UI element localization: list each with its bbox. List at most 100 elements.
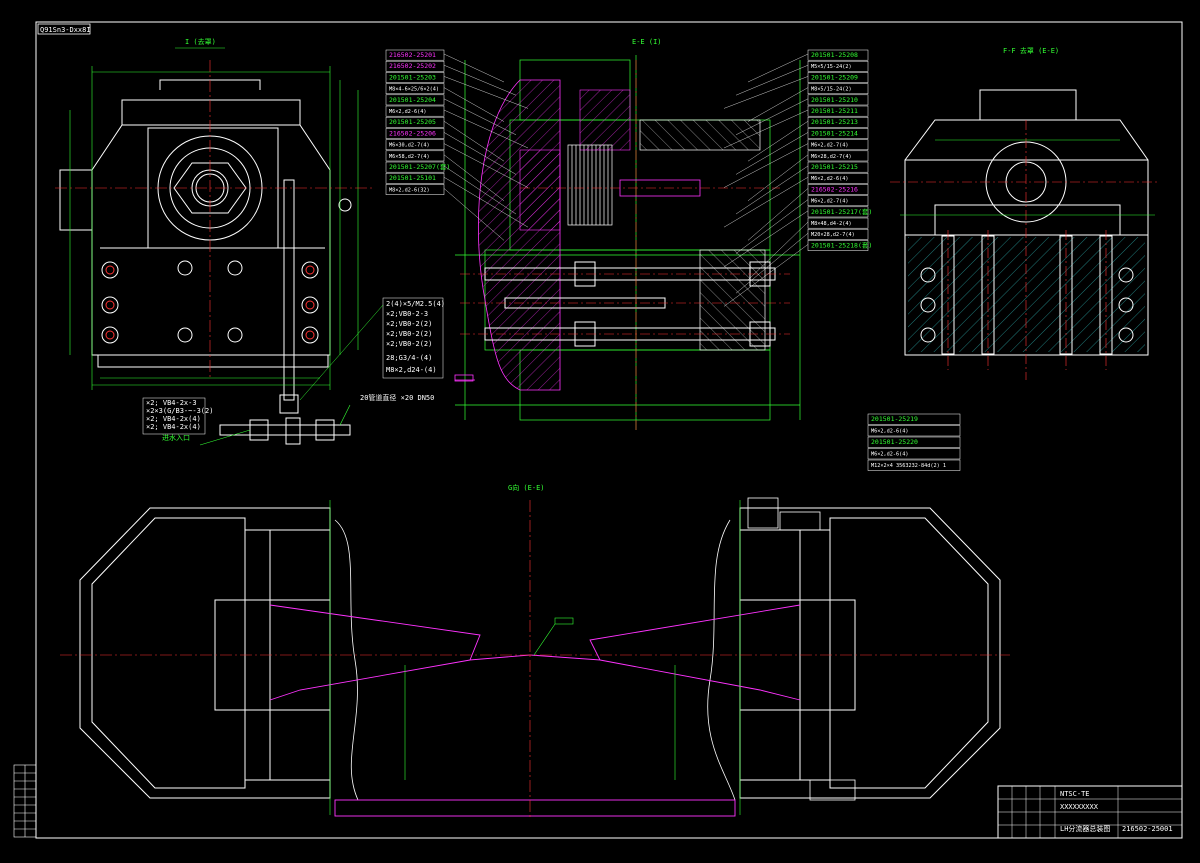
leader-line [443,143,529,188]
part-label: M6×2,d2-7(4) [811,143,848,149]
note-bl-1: ×2×3(G/B3-~-3(2) [146,407,213,415]
leader-line [723,109,809,149]
part-label: 201501-25204 [389,96,436,104]
part-label-box [807,150,869,162]
part-label-box [807,172,869,184]
drawing-border [35,21,1183,839]
note-ml-5: 28;G3/4-(4) [386,354,432,362]
part-label: M8×48,d4-2(4) [811,221,852,227]
leader-line [747,53,809,83]
part-label: M6×2,d2-6(4) [811,176,848,182]
leader-line [443,98,517,135]
leader-line [735,98,809,135]
part-label-box [807,228,869,240]
fluid-callout: 进水入口 [162,433,190,442]
part-label-box [807,49,869,61]
leader-line [735,233,809,294]
leader-line [443,53,505,83]
title-block-line1: NTSC-TE [1060,790,1090,798]
leader-line [747,188,809,241]
view-title-top-right: F-F 去罩 (E-E) [1003,46,1059,55]
note-bl-2: ×2; VB4-2x(4) [146,415,201,423]
part-label: M8×5/15-24(2) [811,87,852,93]
part-label: 201501-25213 [811,118,858,126]
part-label-box [807,184,869,195]
part-label: 201501-25207(套) [389,162,450,171]
part-label: M6×28,d2-7(4) [811,154,852,160]
part-label: 201501-25218(套) [811,240,872,249]
leader-line [723,210,809,267]
view-title-top-left: I (去罩) [185,37,216,46]
leader-line [747,154,809,201]
header-tag-box [37,23,91,35]
leader-line [735,199,809,254]
view-title-top-center: E-E (I) [632,38,662,46]
part-label-box [385,72,445,83]
leader-line [723,244,809,307]
part-label: M8×2,d2-6(32) [389,187,430,193]
part-label: 201501-25205 [389,118,436,126]
leader-line [747,121,809,162]
part-label: M6×58,d2-7(4) [389,154,430,160]
part-label-box [807,105,869,117]
part-label-box [385,161,445,173]
part-label: 216502-25201 [389,51,436,59]
notes-bottom-left: ×2; VB4-2x-3 ×2×3(G/B3-~-3(2) ×2; VB4-2x… [142,397,213,435]
leader-line [747,87,809,122]
part-label-box [867,448,961,460]
part-label-box [385,172,445,184]
part-label-box [807,128,869,139]
part-label: 201501-25209 [811,73,858,81]
part-label-box [867,459,961,471]
part-label: 201501-25217(套) [811,207,872,216]
parts-list-right: 201501-25208M5×5/15-24(2)201501-25209M8×… [723,49,872,307]
part-label-box [867,413,961,425]
view-bottom: G向 (E-E) [60,483,1010,820]
part-label: 216502-25216 [811,185,858,193]
view-top-left: I (去罩) [55,37,434,446]
part-label-box [867,436,961,448]
part-label-box [385,83,445,95]
part-label-box [807,139,869,151]
part-label: M6×2,d2-6(4) [871,429,908,435]
part-label: 216502-25202 [389,62,436,70]
part-label: 201501-25208 [811,51,858,59]
part-label-box [807,83,869,95]
note-ml-3: ×2;VB0-2(2) [386,330,432,338]
part-label-box [807,161,869,173]
part-label-box [385,60,445,72]
leader-line [443,165,517,215]
part-label: 201501-25219 [871,415,918,423]
part-label: M12×2×4 3563232-84d(2) 1 [871,463,946,469]
part-label-box [385,128,445,139]
parts-list-left: 216502-25201216502-25202201501-25203M8×4… [385,49,529,241]
part-label-box [385,94,445,106]
title-block-drawing-name: LH分流器总装图 [1060,824,1110,833]
note-ml-6: M8×2,d24-(4) [386,366,437,374]
note-bl-3: ×2; VB4-2x(4) [146,423,201,431]
note-ml-2: ×2;VB0-2(2) [386,320,432,328]
view-top-right: F-F 去罩 (E-E) [890,46,1160,380]
pipe-callout: 20管道直径 ×20 DN50 [360,393,434,402]
part-label-box [385,139,445,151]
part-label-box [807,240,869,251]
part-label-box [385,116,445,128]
note-ml-1: ×2;VB0-2-3 [386,310,428,318]
leader-line [735,165,809,215]
leader-line [723,177,809,228]
part-label: M6×30,d2-7(4) [389,143,430,149]
part-label-box [385,150,445,162]
part-label: 216502-25206 [389,129,436,137]
part-label: M6×2,d2-7(4) [811,199,848,205]
leader-line [443,121,505,162]
note-ml-0: 2(4)×5/M2.5(4) [386,300,445,308]
part-label-box [385,49,445,61]
parts-list-lower-right: 201501-25219M6×2,d2-6(4)201501-25220M6×2… [867,413,961,471]
leader-line [443,154,505,201]
leader-line [735,132,809,175]
leader-line [735,65,809,96]
part-label-box [867,425,961,437]
part-label: M6×2,d2-6(4) [389,109,426,115]
part-label: 201501-25210 [811,96,858,104]
